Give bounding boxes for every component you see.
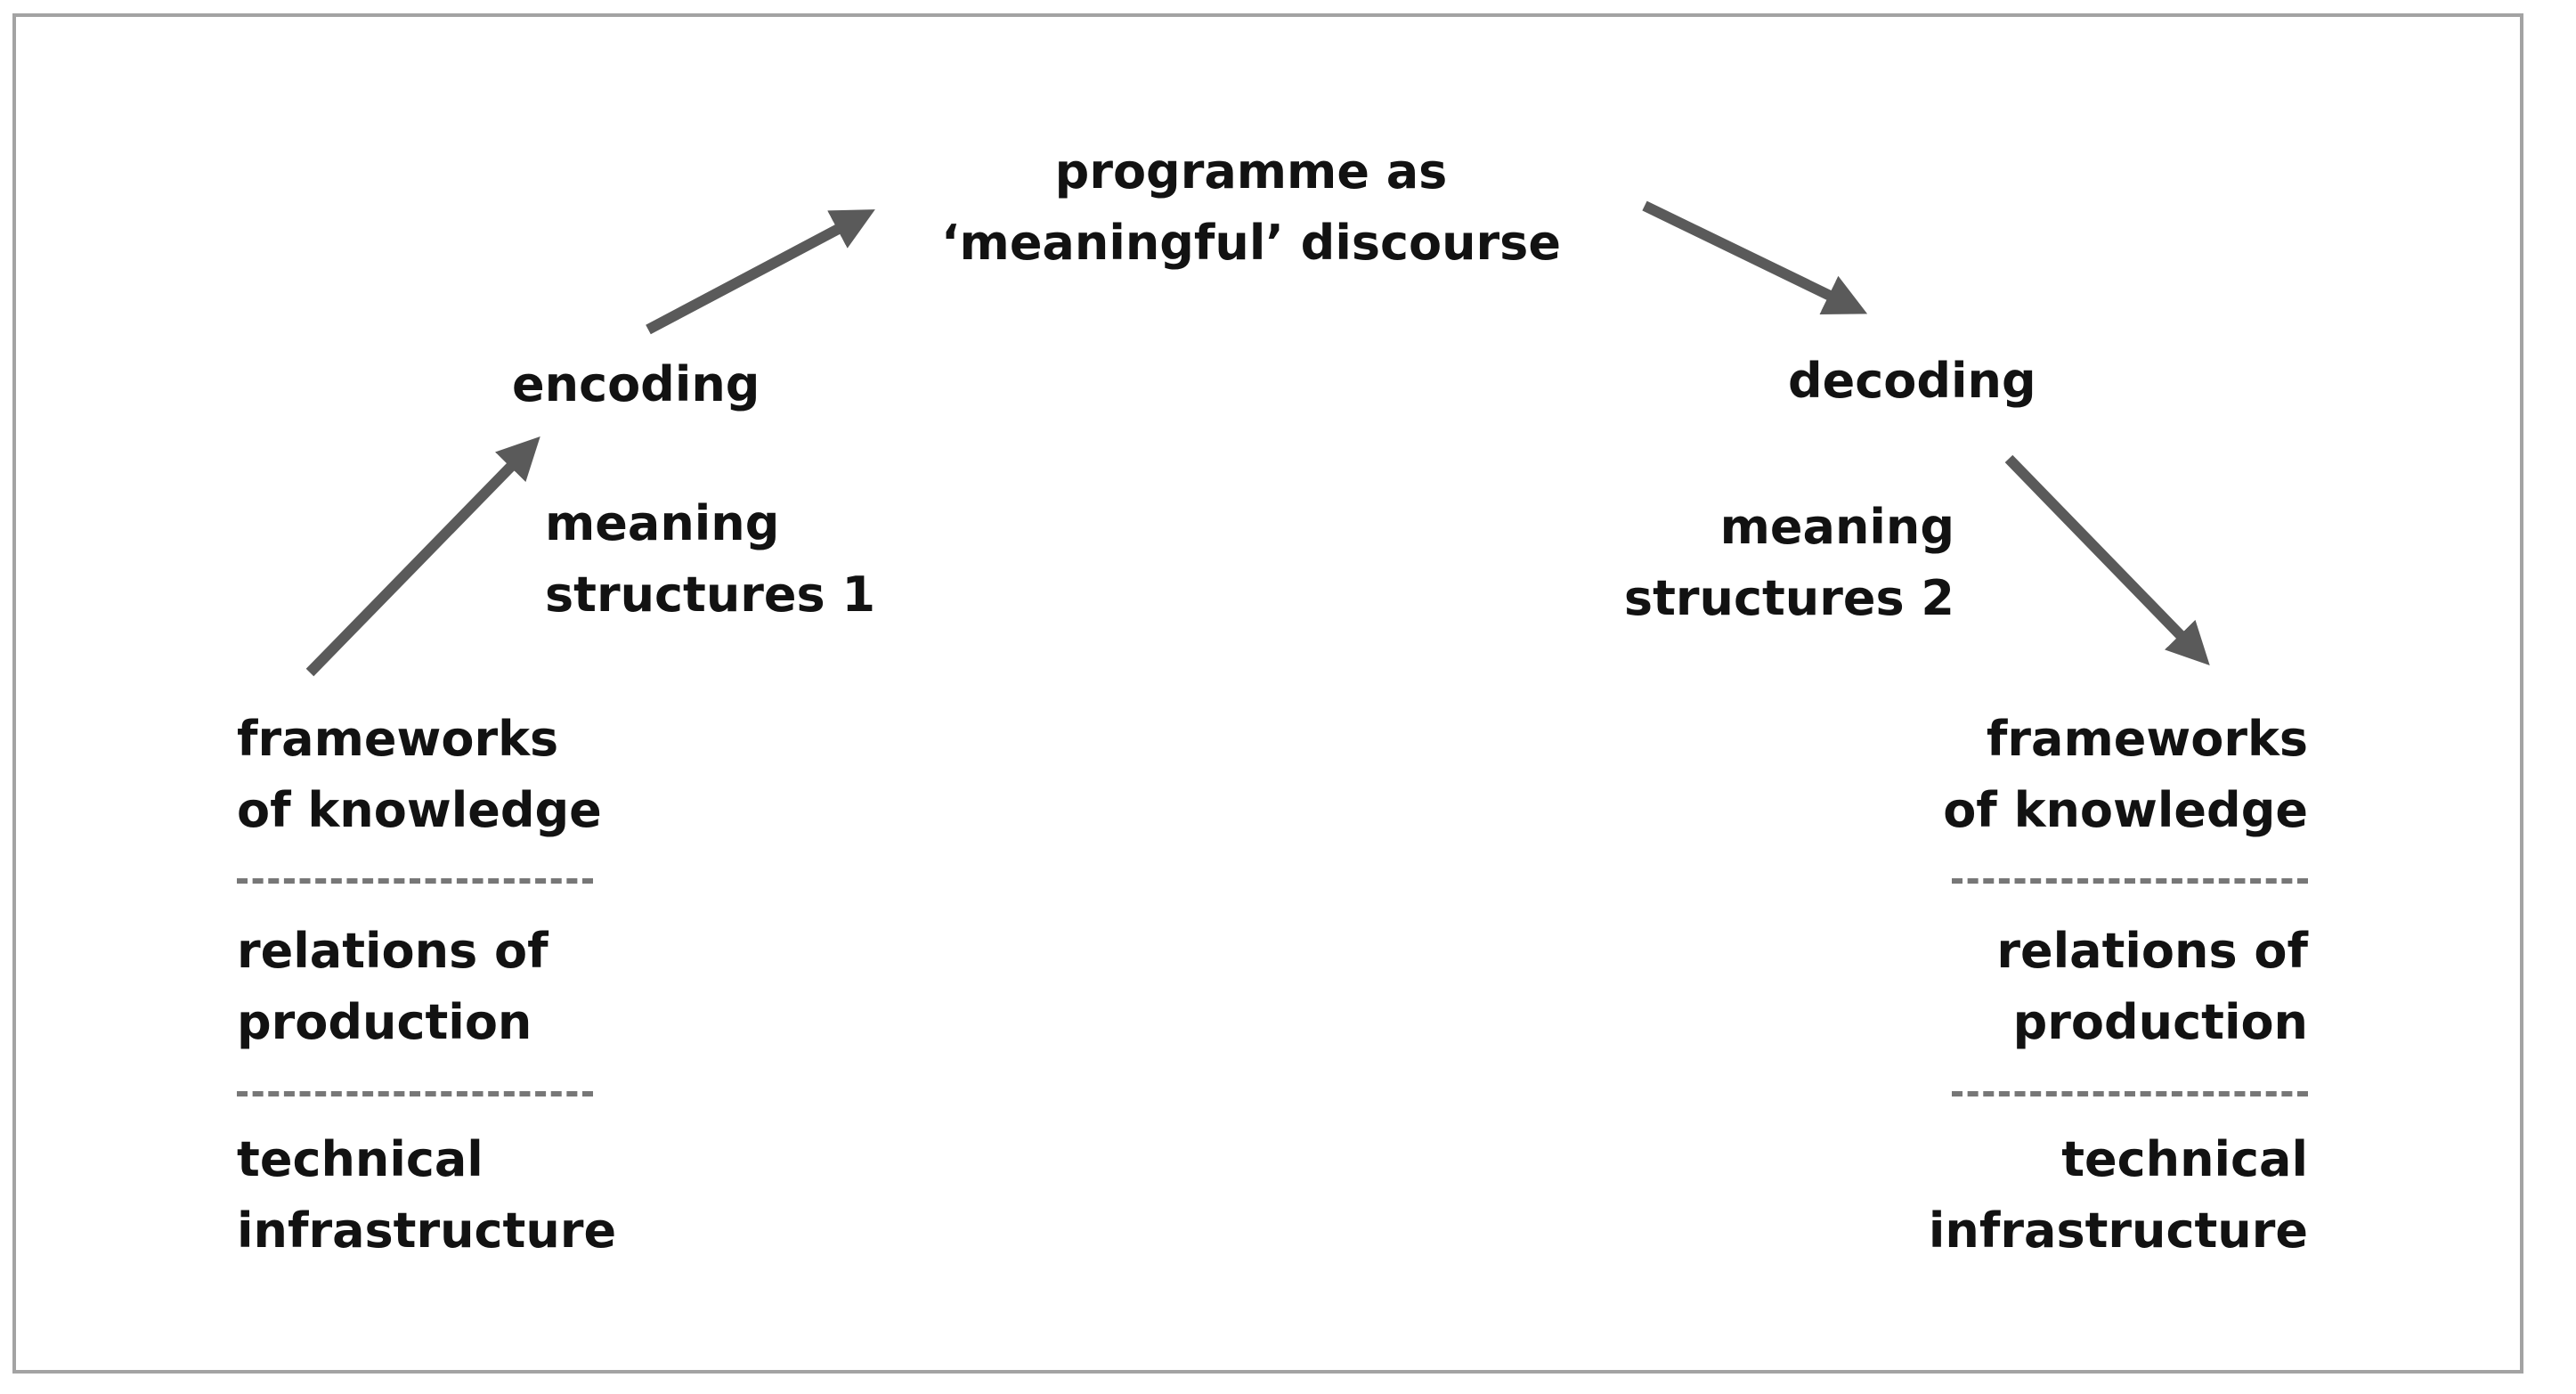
meaning-structures-2-line2: structures 2 [1623,570,1954,626]
right-relations-of-production: relations of production [1996,923,2308,1050]
arrow-encoding-to-programme [646,209,875,335]
meaning-structures-2-label: meaning structures 2 [1585,492,1954,634]
left-divider-bottom [237,1091,593,1096]
left-technical-infrastructure: technical infrastructure [237,1131,617,1259]
encoding-label: encoding [512,356,760,412]
arrow-decoding-to-frameworks [2004,454,2210,666]
arrow-frameworks-to-encoding [305,436,540,677]
right-divider-bottom [1952,1091,2308,1096]
right-frameworks-of-knowledge: frameworks of knowledge [1943,711,2308,838]
programme-label: programme as ‘meaningful’ discourse [926,136,1576,279]
meaning-structures-1-line2: structures 1 [545,567,876,623]
programme-label-line2: ‘meaningful’ discourse [941,215,1561,271]
meaning-structures-2-line1: meaning [1719,499,1954,555]
programme-label-line1: programme as [1054,143,1448,200]
decoding-label: decoding [1788,353,2036,409]
diagram-border [12,13,2523,1374]
meaning-structures-1-line1: meaning [545,495,780,551]
arrow-programme-to-decoding [1642,200,1868,314]
right-divider-top [1952,878,2308,884]
left-divider-top [237,878,593,884]
right-technical-infrastructure: technical infrastructure [1928,1131,2308,1259]
meaning-structures-1-label: meaning structures 1 [545,488,875,631]
left-relations-of-production: relations of production [237,923,549,1050]
left-frameworks-of-knowledge: frameworks of knowledge [237,711,602,838]
